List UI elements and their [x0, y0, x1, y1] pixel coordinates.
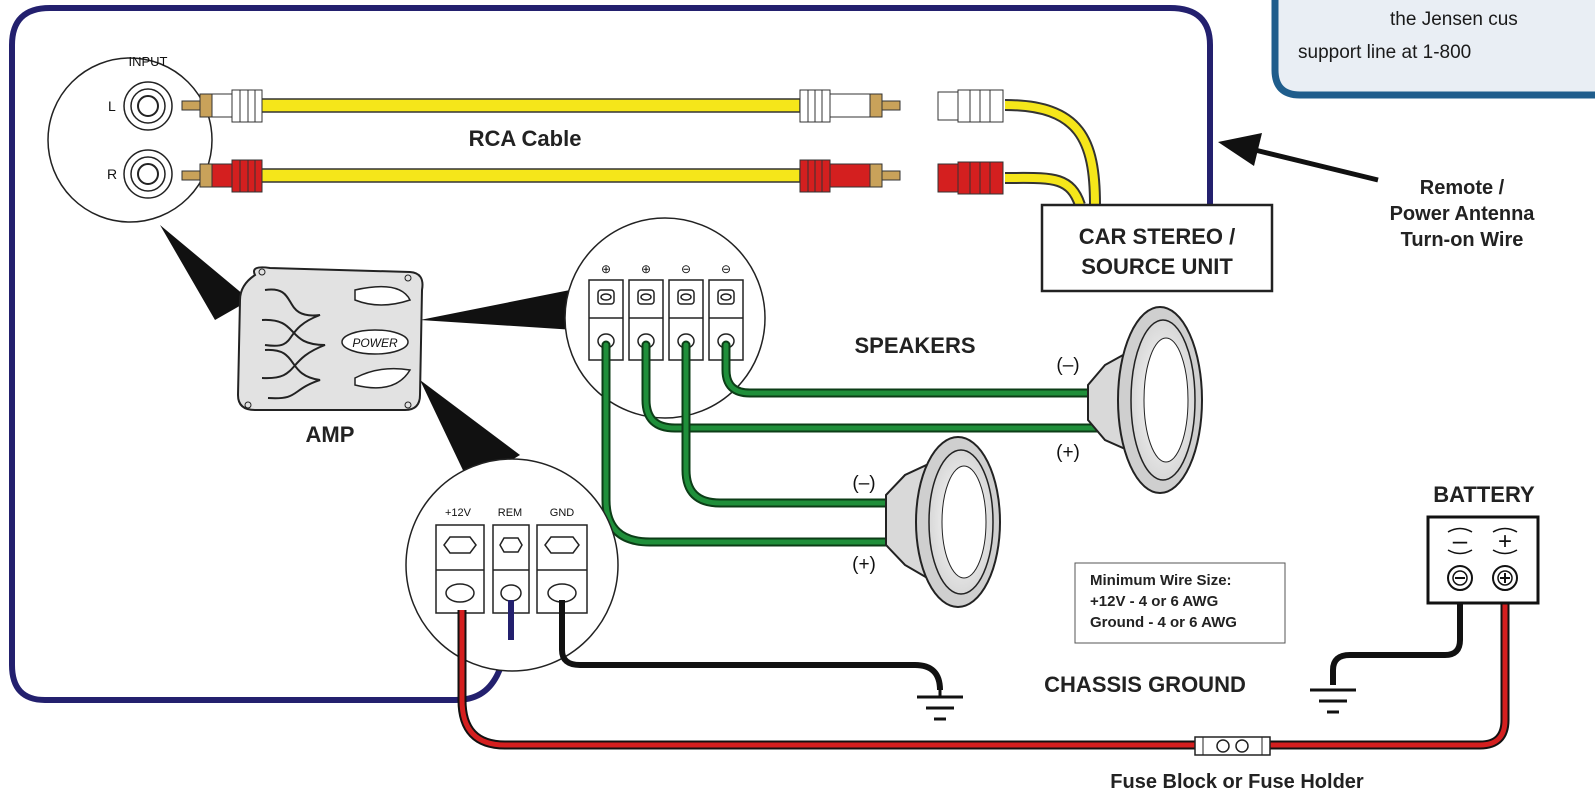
wire-size-line2: +12V - 4 or 6 AWG	[1090, 593, 1218, 610]
wire-size-line1: Minimum Wire Size:	[1090, 572, 1232, 589]
input-left-label: L	[108, 98, 116, 114]
speaker-terminal-callout: ⊕ ⊕ ⊖ ⊖	[564, 217, 766, 419]
wire-size-note: Minimum Wire Size: +12V - 4 or 6 AWG Gro…	[1074, 562, 1286, 644]
chassis-ground-symbol-amp	[917, 690, 963, 721]
chassis-ground-symbol-battery	[1310, 688, 1356, 714]
amp-logo: POWER	[352, 336, 398, 350]
amp-illustration: POWER	[236, 266, 424, 411]
source-rca-leads	[937, 89, 1101, 208]
battery-label: BATTERY	[1433, 482, 1535, 507]
source-unit-box: CAR STEREO / SOURCE UNIT	[1040, 203, 1274, 293]
remote-wire-label-1: Remote /	[1420, 177, 1505, 199]
support-note-line1: the Jensen cus	[1390, 9, 1518, 30]
battery-power-wire	[1270, 590, 1510, 750]
speaker-bottom-neg: (–)	[852, 473, 875, 494]
battery-neg-label: –	[1453, 525, 1468, 555]
remote-wire-label-2: Power Antenna	[1390, 203, 1536, 225]
speakers-label: SPEAKERS	[854, 333, 975, 358]
speaker-top	[1087, 306, 1203, 494]
speaker-bottom	[885, 436, 1001, 608]
support-note-line2: support line at 1-800	[1298, 42, 1471, 63]
rca-cable	[181, 89, 901, 193]
support-note-box: the Jensen cus support line at 1-800	[1271, 0, 1595, 99]
remote-wire-arrow	[1218, 133, 1379, 183]
amp-label: AMP	[306, 422, 355, 447]
speaker-terminal-neg1: ⊖	[681, 262, 691, 276]
battery-pos-label: +	[1498, 528, 1512, 555]
fuse-holder	[1194, 736, 1271, 756]
speaker-terminal-pos2: ⊕	[641, 262, 651, 276]
input-right-label: R	[107, 166, 117, 182]
speaker-top-pos: (+)	[1056, 442, 1080, 463]
input-callout-pointer	[160, 225, 250, 320]
speaker-callout-pointer	[420, 290, 575, 330]
source-unit-line2: SOURCE UNIT	[1081, 254, 1233, 279]
speaker-wires	[601, 340, 1105, 547]
terminal-gnd-label: GND	[550, 507, 575, 519]
power-callout-pointer	[420, 380, 520, 485]
wire-size-line3: Ground - 4 or 6 AWG	[1090, 614, 1237, 631]
speaker-bottom-pos: (+)	[852, 554, 876, 575]
input-callout: INPUT L R	[47, 54, 213, 223]
remote-wire-label-3: Turn-on Wire	[1401, 229, 1524, 251]
input-title: INPUT	[129, 54, 168, 69]
fuse-label: Fuse Block or Fuse Holder	[1110, 771, 1364, 793]
rca-jack-left	[123, 81, 173, 131]
chassis-ground-label: CHASSIS GROUND	[1044, 672, 1246, 697]
rca-cable-label: RCA Cable	[469, 126, 582, 151]
rca-jack-right	[123, 149, 173, 199]
source-unit-line1: CAR STEREO /	[1079, 224, 1235, 249]
remote-turn-on-wire	[9, 5, 1213, 703]
speaker-terminal-neg2: ⊖	[721, 262, 731, 276]
battery-ground-wire	[1330, 590, 1463, 685]
amp-ground-wire	[559, 600, 943, 691]
speaker-terminal-pos1: ⊕	[601, 262, 611, 276]
terminal-rem-label: REM	[498, 507, 522, 519]
terminal-12v-label: +12V	[445, 507, 472, 519]
speaker-top-neg: (–)	[1056, 355, 1079, 376]
battery: – +	[1426, 515, 1540, 605]
